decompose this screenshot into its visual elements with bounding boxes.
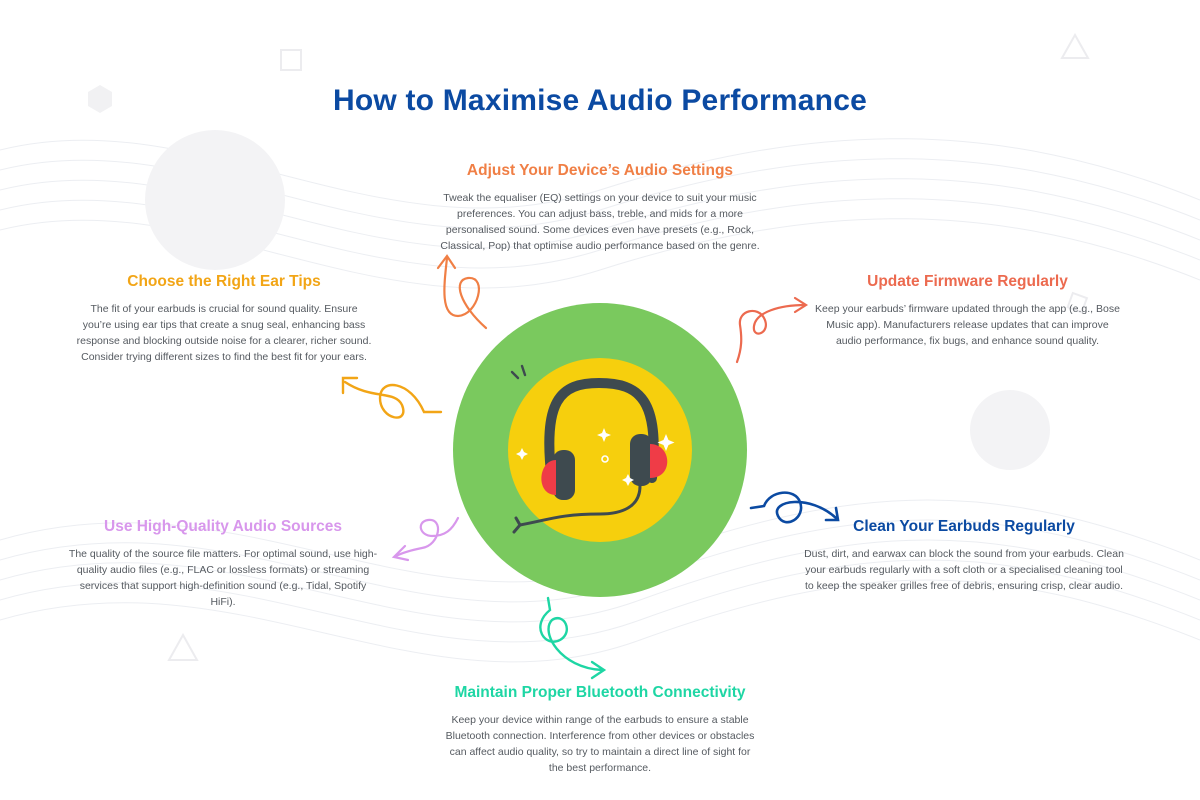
tip-heading: Update Firmware Regularly [867,273,1068,290]
tip-ear-tips: Choose the Right Ear Tips The fit of you… [76,273,372,365]
tip-body: Keep your device within range of the ear… [445,714,755,774]
tip-update-firmware: Update Firmware Regularly Keep your earb… [815,273,1120,349]
tip-body: The quality of the source file matters. … [68,548,378,608]
tip-body: Tweak the equaliser (EQ) settings on you… [440,192,760,252]
arrow-clean [749,491,840,524]
tip-body: Keep your earbuds’ firmware updated thro… [815,303,1120,347]
tip-heading: Maintain Proper Bluetooth Connectivity [454,684,746,701]
headphones-icon [512,377,668,534]
arrow-device [436,254,488,330]
arrow-firmware [735,296,809,364]
tip-heading: Adjust Your Device’s Audio Settings [466,162,734,179]
tip-body: The fit of your earbuds is crucial for s… [76,303,372,363]
arrow-sources [391,516,460,562]
sparkle-icon [516,428,675,486]
tip-device-audio-settings: Adjust Your Device’s Audio Settings Twea… [440,162,760,254]
tip-audio-sources: Use High-Quality Audio Sources The quali… [66,518,380,610]
arrow-bluetooth [539,596,607,680]
arrow-eartips [341,376,443,419]
tip-heading: Clean Your Earbuds Regularly [853,518,1075,535]
page-title: How to Maximise Audio Performance [333,84,867,117]
tip-heading: Use High-Quality Audio Sources [104,518,342,535]
tip-bluetooth-connectivity: Maintain Proper Bluetooth Connectivity K… [444,684,756,776]
tip-heading: Choose the Right Ear Tips [127,273,321,290]
tip-body: Dust, dirt, and earwax can block the sou… [804,548,1124,592]
tip-clean-earbuds: Clean Your Earbuds Regularly Dust, dirt,… [804,518,1124,594]
